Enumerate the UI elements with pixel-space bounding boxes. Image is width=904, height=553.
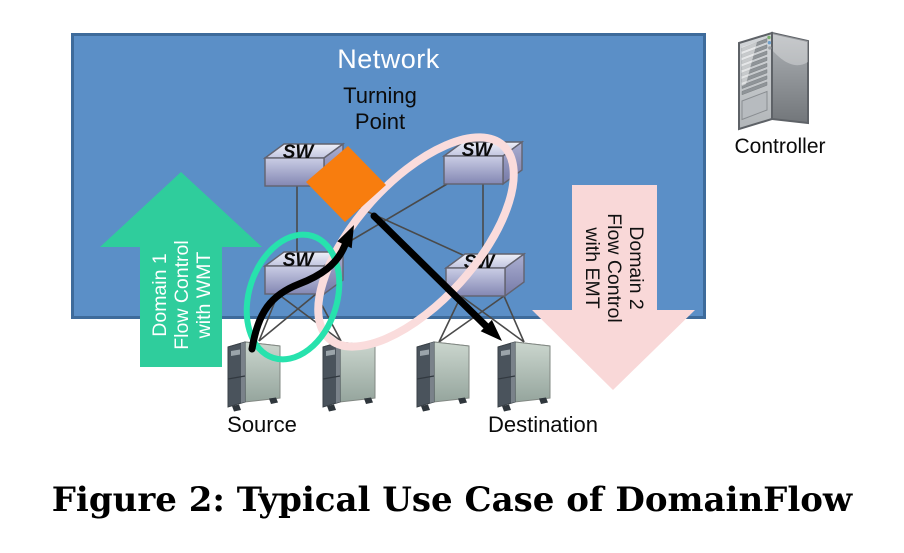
domain1-arrow-label: Domain 1 Flow Control with WMT xyxy=(148,215,216,375)
domain1-line3: with WMT xyxy=(193,251,215,339)
tower-server-icon xyxy=(497,341,551,412)
source-label: Source xyxy=(227,412,297,437)
domain1-line2: Flow Control xyxy=(171,240,193,350)
domain2-arrow-label: Domain 2 Flow Control with EMT xyxy=(580,188,648,348)
tower-server-icon xyxy=(322,341,376,412)
switch-box-bottom-right: SW xyxy=(443,251,527,299)
tower-server-icon xyxy=(227,341,281,412)
domain2-line3: with EMT xyxy=(581,227,603,309)
turning-point-line2: Point xyxy=(354,109,406,134)
switch-label: SW xyxy=(282,250,314,271)
switch-label: SW xyxy=(461,140,493,161)
led-blue xyxy=(767,41,772,45)
switch-label: SW xyxy=(463,252,495,273)
controller-icon xyxy=(733,28,815,132)
led-green xyxy=(767,35,771,40)
turning-point-line1: Turning xyxy=(343,83,417,108)
turning-point-label: Turning Point xyxy=(280,83,480,135)
server-icon-source-2 xyxy=(320,336,378,414)
tower-server-icon xyxy=(416,341,470,412)
switch-box-top-left: SW xyxy=(262,141,346,189)
server-icon-destination-2 xyxy=(495,336,553,414)
destination-label: Destination xyxy=(487,412,599,437)
domain1-line1: Domain 1 xyxy=(149,253,171,337)
switch-label: SW xyxy=(282,142,314,163)
network-label: Network xyxy=(337,44,440,74)
domain2-down-block-arrow xyxy=(532,185,695,390)
domain2-line1: Domain 2 xyxy=(625,226,647,310)
switch-box-bottom-left: SW xyxy=(262,249,346,297)
figure-caption: Figure 2: Typical Use Case of DomainFlow xyxy=(51,480,853,520)
domain2-line2: Flow Control xyxy=(603,213,625,323)
rack-tower-icon xyxy=(738,31,809,131)
controller-label: Controller xyxy=(734,135,826,158)
server-icon-destination-1 xyxy=(414,336,472,414)
server-icon-source-1 xyxy=(225,336,283,414)
domain1-up-block-arrow xyxy=(100,172,262,367)
switch-box-top-right: SW xyxy=(441,139,525,187)
led-gray xyxy=(768,46,772,50)
